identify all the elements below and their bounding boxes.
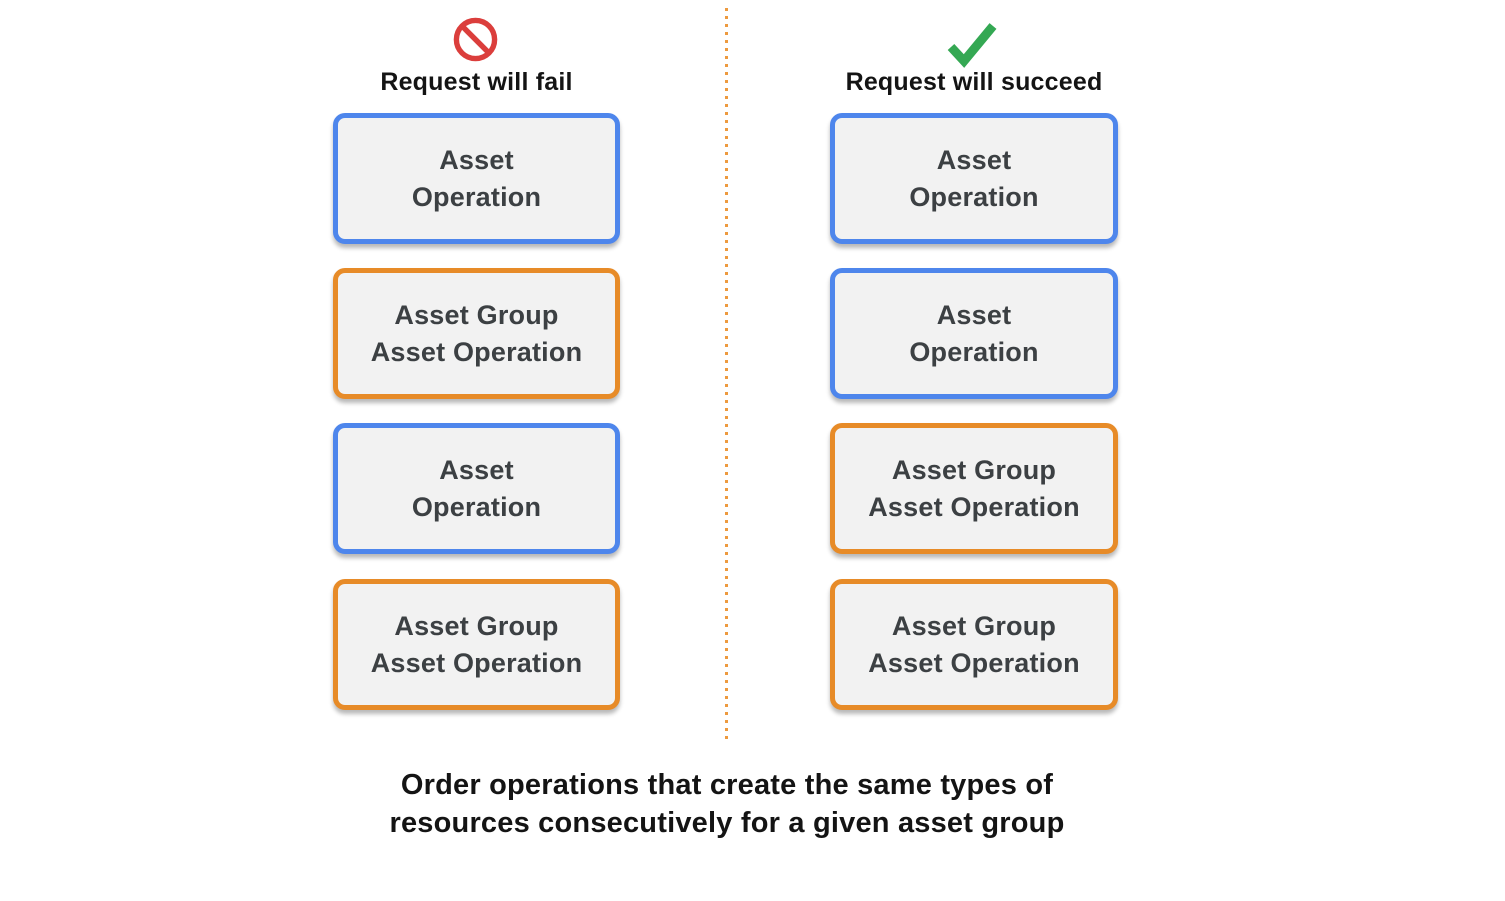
column-divider bbox=[725, 8, 728, 740]
asset-operation-box: Asset Operation bbox=[830, 113, 1118, 244]
box-label: Asset Operation bbox=[411, 454, 542, 522]
asset-group-asset-operation-box: Asset Group Asset Operation bbox=[333, 579, 620, 710]
succeed-heading: Request will succeed bbox=[845, 68, 1103, 96]
fail-heading: Request will fail bbox=[380, 68, 573, 96]
asset-group-asset-operation-box: Asset Group Asset Operation bbox=[830, 579, 1118, 710]
box-label: Asset Group Asset Operation bbox=[868, 454, 1080, 522]
checkmark-icon bbox=[941, 20, 1001, 73]
asset-operation-box: Asset Operation bbox=[830, 268, 1118, 399]
diagram-caption: Order operations that create the same ty… bbox=[389, 769, 1065, 839]
box-label: Asset Group Asset Operation bbox=[370, 299, 583, 367]
prohibition-icon bbox=[452, 16, 499, 68]
asset-group-asset-operation-box: Asset Group Asset Operation bbox=[830, 423, 1118, 554]
asset-operation-box: Asset Operation bbox=[333, 423, 620, 554]
box-label: Asset Operation bbox=[909, 299, 1039, 367]
box-label: Asset Operation bbox=[411, 144, 542, 212]
box-label: Asset Operation bbox=[909, 144, 1039, 212]
asset-group-asset-operation-box: Asset Group Asset Operation bbox=[333, 268, 620, 399]
asset-operation-box: Asset Operation bbox=[333, 113, 620, 244]
box-label: Asset Group Asset Operation bbox=[868, 610, 1080, 678]
box-label: Asset Group Asset Operation bbox=[370, 610, 583, 678]
